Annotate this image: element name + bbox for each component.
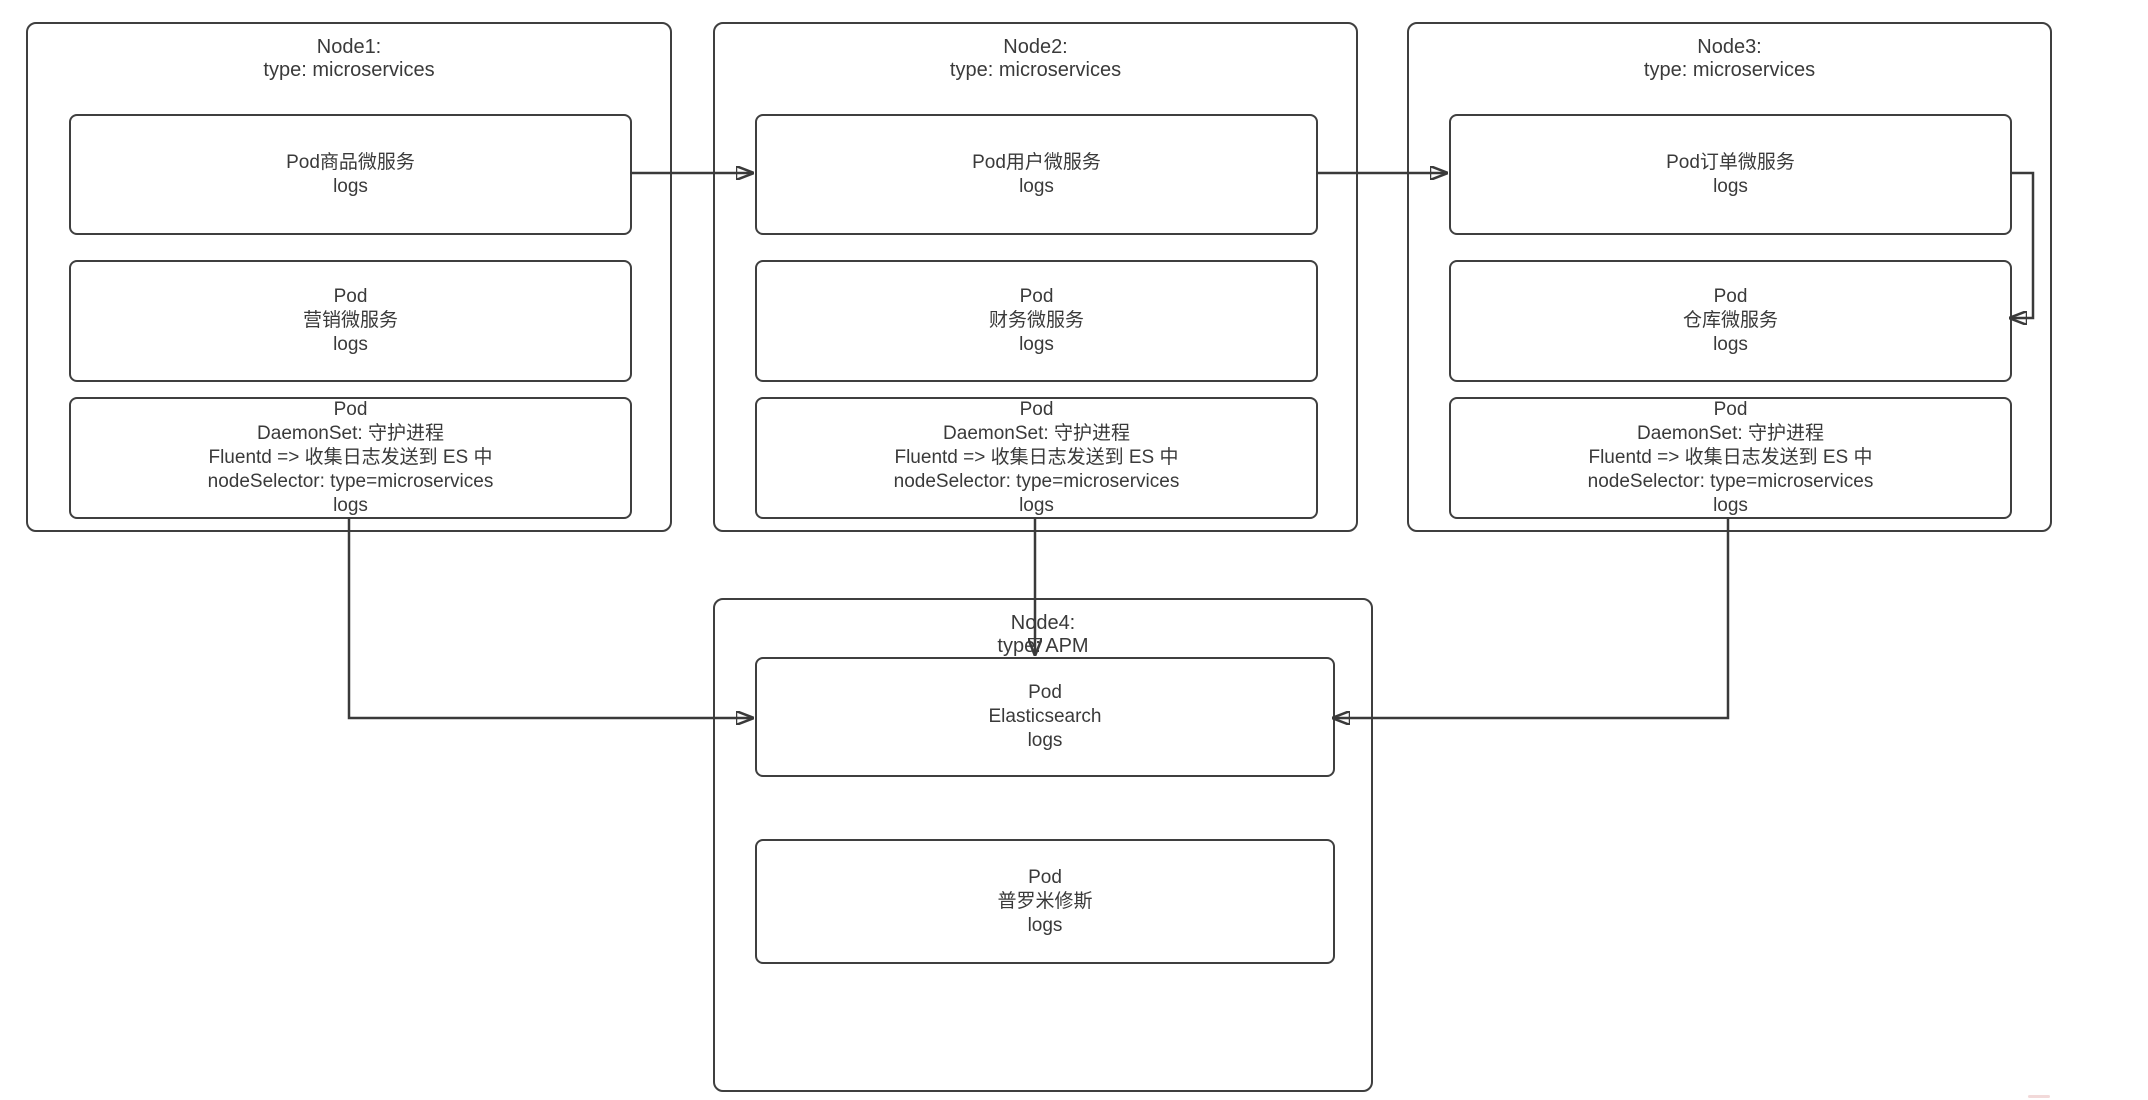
pod-text-line: Fluentd => 收集日志发送到 ES 中 — [1588, 447, 1873, 468]
pod-text-line: Pod — [1028, 866, 1062, 888]
pod-text-line: logs — [1713, 175, 1748, 197]
pod-text-line: DaemonSet: 守护进程 — [257, 423, 444, 444]
pod-elasticsearch: Pod Elasticsearch logs — [755, 657, 1335, 777]
pod-fluentd-daemonset-node1: Pod DaemonSet: 守护进程 Fluentd => 收集日志发送到 E… — [69, 397, 632, 519]
pod-user-microservice: Pod用户微服务 logs — [755, 114, 1318, 235]
node4-box: Node4: type: APM Pod Elasticsearch logs … — [713, 598, 1373, 1092]
pod-text-line: Pod — [333, 399, 368, 420]
pod-text-line: DaemonSet: 守护进程 — [943, 423, 1130, 444]
pod-text-line: 财务微服务 — [988, 310, 1084, 331]
node3-title-line1: Node3: — [1697, 36, 1762, 58]
pod-text-line: nodeSelector: type=microservices — [1587, 471, 1874, 492]
pod-text-line: Pod — [1019, 286, 1054, 307]
pod-text-line: 普罗米修斯 — [997, 890, 1093, 912]
node3-box: Node3: type: microservices Pod订单微服务 logs… — [1407, 22, 2052, 532]
pod-text-line: Fluentd => 收集日志发送到 ES 中 — [894, 447, 1179, 468]
pod-text-line: logs — [1027, 914, 1063, 936]
node3-title: Node3: type: microservices — [1409, 36, 2050, 82]
pod-text-line: logs — [333, 175, 368, 197]
pod-text-line: Pod — [1713, 399, 1748, 420]
pod-text-line: Elasticsearch — [988, 706, 1102, 727]
pod-text-line: 营销微服务 — [302, 310, 398, 331]
pod-text-line: 仓库微服务 — [1682, 310, 1778, 331]
node1-box: Node1: type: microservices Pod商品微服务 logs… — [26, 22, 672, 532]
arrow-node1-fluentd-to-es — [347, 517, 753, 718]
pod-text-line: logs — [1019, 175, 1054, 197]
pod-warehouse-microservice: Pod 仓库微服务 logs — [1449, 260, 2012, 382]
node2-title-line2: type: microservices — [949, 59, 1122, 81]
pod-text-line: nodeSelector: type=microservices — [207, 471, 494, 492]
pod-text-line: Pod — [1028, 682, 1062, 703]
pod-fluentd-daemonset-node2: Pod DaemonSet: 守护进程 Fluentd => 收集日志发送到 E… — [755, 397, 1318, 519]
pod-text-line: logs — [1019, 334, 1054, 355]
pod-text-line: logs — [333, 495, 368, 516]
pod-product-microservice: Pod商品微服务 logs — [69, 114, 632, 235]
node1-title-line2: type: microservices — [263, 59, 435, 81]
pod-text-line: nodeSelector: type=microservices — [893, 471, 1180, 492]
node3-title-line2: type: microservices — [1643, 59, 1816, 81]
pod-text-line: logs — [333, 334, 368, 355]
pod-text-line: logs — [1713, 334, 1748, 355]
node4-title-line1: Node4: — [1010, 612, 1076, 634]
node1-title-line1: Node1: — [316, 36, 382, 58]
pod-text-line: Pod — [1019, 399, 1054, 420]
pod-finance-microservice: Pod 财务微服务 logs — [755, 260, 1318, 382]
corner-artifact — [2028, 1095, 2050, 1098]
pod-text-line: DaemonSet: 守护进程 — [1637, 423, 1824, 444]
pod-text-line: Pod订单微服务 — [1666, 151, 1795, 173]
node4-title-line2: type: APM — [997, 635, 1089, 657]
arrow-node3-fluentd-to-es — [1333, 517, 1730, 718]
pod-marketing-microservice: Pod 营销微服务 logs — [69, 260, 632, 382]
pod-fluentd-daemonset-node3: Pod DaemonSet: 守护进程 Fluentd => 收集日志发送到 E… — [1449, 397, 2012, 519]
pod-text-line: logs — [1713, 495, 1748, 516]
pod-text-line: logs — [1027, 730, 1063, 751]
pod-text-line: Pod用户微服务 — [972, 151, 1101, 173]
pod-text-line: Pod — [1713, 286, 1748, 307]
pod-text-line: logs — [1019, 495, 1054, 516]
pod-text-line: Fluentd => 收集日志发送到 ES 中 — [208, 447, 493, 468]
pod-prometheus: Pod 普罗米修斯 logs — [755, 839, 1335, 964]
pod-order-microservice: Pod订单微服务 logs — [1449, 114, 2012, 235]
pod-text-line: Pod商品微服务 — [286, 151, 415, 173]
node2-title: Node2: type: microservices — [715, 36, 1356, 82]
node2-title-line1: Node2: — [1003, 36, 1068, 58]
pod-text-line: Pod — [333, 286, 368, 307]
node4-title: Node4: type: APM — [715, 612, 1371, 658]
node2-box: Node2: type: microservices Pod用户微服务 logs… — [713, 22, 1358, 532]
node1-title: Node1: type: microservices — [28, 36, 670, 82]
